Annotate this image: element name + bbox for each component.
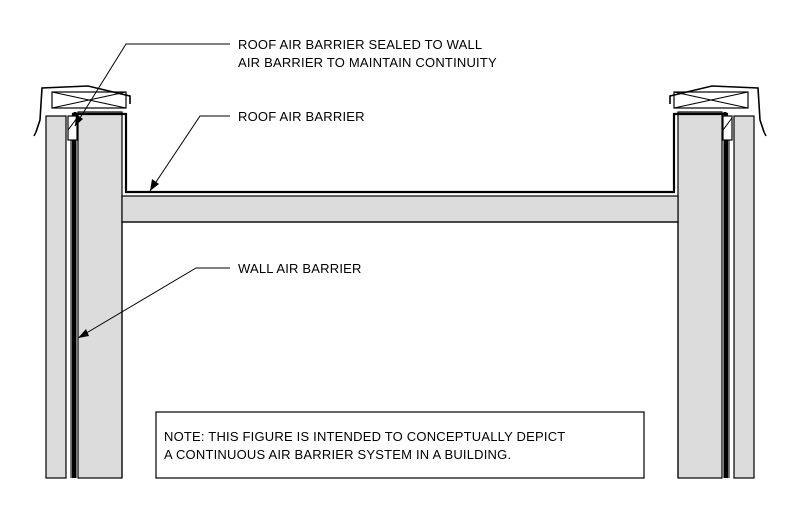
right-blocking-cross-b (673, 91, 749, 109)
leader-wall-air-barrier (77, 267, 230, 339)
left-coping-drip (33, 131, 37, 137)
right-parapet-coping (669, 85, 767, 141)
right-wall-cladding (733, 115, 755, 479)
right-coping-drip (763, 131, 767, 137)
note-box: NOTE: THIS FIGURE IS INTENDED TO CONCEPT… (155, 411, 645, 479)
label-roof-to-wall-line1: ROOF AIR BARRIER SEALED TO WALL (238, 37, 482, 52)
right-seal (722, 115, 733, 141)
note-line2: A CONTINUOUS AIR BARRIER SYSTEM IN A BUI… (164, 447, 511, 462)
left-wall-concrete (77, 111, 123, 479)
right-wall-concrete (677, 111, 723, 479)
leader-roof-air-barrier (149, 115, 230, 192)
right-coping-cap (669, 85, 765, 133)
roof-air-barrier-line (71, 112, 729, 478)
leader-arrowhead (150, 179, 159, 191)
left-seal (67, 115, 78, 141)
left-wall (45, 111, 123, 479)
label-roof-air-barrier: ROOF AIR BARRIER (238, 109, 365, 124)
roof-slab (121, 195, 679, 478)
right-seal-hatch (722, 117, 733, 131)
roof-slab-concrete (121, 195, 679, 223)
left-blocking-cross-b (51, 91, 127, 109)
label-roof-to-wall-line2: AIR BARRIER TO MAINTAIN CONTINUITY (238, 55, 497, 70)
left-parapet-coping (33, 85, 131, 141)
note-line1: NOTE: THIS FIGURE IS INTENDED TO CONCEPT… (164, 429, 565, 444)
interior-outline (121, 221, 679, 478)
label-wall-air-barrier: WALL AIR BARRIER (238, 261, 362, 276)
leader-roof-to-wall (74, 43, 230, 127)
leader-arrowhead (75, 114, 83, 126)
roof-air-barrier-inner-line (121, 117, 679, 196)
leader-arrowhead (78, 329, 89, 338)
left-wall-cladding (45, 115, 67, 479)
note-box-frame (155, 411, 645, 479)
left-coping-cap (35, 85, 131, 133)
right-wall (677, 111, 755, 479)
